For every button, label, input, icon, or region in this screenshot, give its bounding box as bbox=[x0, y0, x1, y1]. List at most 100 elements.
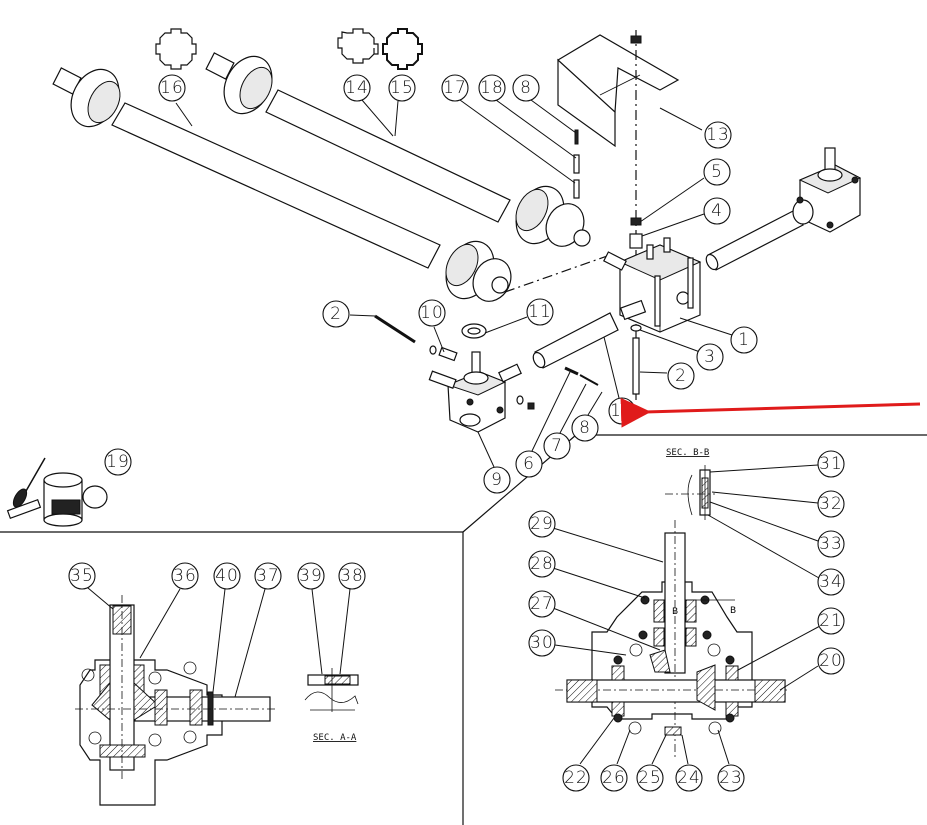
svg-text:7: 7 bbox=[551, 436, 563, 456]
grease-kit-19 bbox=[6, 457, 108, 527]
svg-text:28: 28 bbox=[530, 554, 554, 574]
assembly-axis-shaft bbox=[504, 254, 611, 293]
svg-text:17: 17 bbox=[443, 78, 467, 98]
balloon-20[interactable]: 20 bbox=[779, 647, 845, 691]
svg-text:1: 1 bbox=[738, 330, 750, 350]
svg-text:3: 3 bbox=[704, 347, 716, 367]
balloon-29[interactable]: 29 bbox=[528, 510, 664, 563]
svg-text:20: 20 bbox=[819, 651, 843, 671]
pins-17-18-8 bbox=[573, 129, 580, 199]
svg-text:14: 14 bbox=[345, 78, 369, 98]
balloon-22[interactable]: 22 bbox=[562, 717, 615, 792]
balloon-13[interactable]: 13 bbox=[659, 107, 732, 149]
svg-text:32: 32 bbox=[819, 494, 843, 514]
highlight-arrow bbox=[620, 397, 921, 428]
nut-top bbox=[630, 35, 642, 44]
balloon-37[interactable]: 37 bbox=[234, 562, 282, 698]
balloon-19[interactable]: 19 bbox=[104, 448, 132, 476]
balloon-3[interactable]: 3 bbox=[639, 329, 724, 371]
balloon-18[interactable]: 18 bbox=[478, 74, 577, 159]
balloon-4[interactable]: 4 bbox=[641, 197, 731, 237]
svg-text:19: 19 bbox=[106, 452, 130, 472]
svg-text:33: 33 bbox=[819, 534, 843, 554]
balloon-10[interactable]: 10 bbox=[418, 299, 446, 353]
pins-6-7-8 bbox=[564, 366, 599, 386]
balloon-35[interactable]: 35 bbox=[68, 562, 114, 610]
spacer-4 bbox=[629, 233, 643, 249]
balloon-40[interactable]: 40 bbox=[212, 562, 241, 693]
section-frame bbox=[0, 434, 927, 825]
balloon-31[interactable]: 31 bbox=[709, 450, 845, 478]
balloon-8-top[interactable]: 8 bbox=[512, 74, 577, 134]
nut-5 bbox=[630, 217, 642, 226]
svg-text:21: 21 bbox=[819, 611, 843, 631]
svg-text:8: 8 bbox=[520, 78, 532, 98]
balloon-25[interactable]: 25 bbox=[636, 734, 667, 792]
balloon-30[interactable]: 30 bbox=[528, 629, 627, 657]
balloon-32[interactable]: 32 bbox=[711, 490, 845, 518]
balloon-26[interactable]: 26 bbox=[600, 729, 631, 792]
section-aa-detail bbox=[304, 668, 359, 712]
balloon-24[interactable]: 24 bbox=[675, 734, 703, 792]
svg-text:29: 29 bbox=[530, 514, 554, 534]
svg-text:2: 2 bbox=[675, 366, 687, 386]
tube-right bbox=[705, 209, 804, 271]
seal-11 bbox=[461, 323, 487, 339]
gearbox-9 bbox=[428, 351, 522, 433]
tube-12 bbox=[532, 312, 619, 369]
balloon-23[interactable]: 23 bbox=[717, 729, 745, 792]
svg-text:8: 8 bbox=[579, 418, 591, 438]
balloon-39[interactable]: 39 bbox=[297, 562, 325, 675]
balloon-5[interactable]: 5 bbox=[639, 158, 731, 223]
washer-3 bbox=[630, 324, 642, 332]
balloon-2-left[interactable]: 2 bbox=[322, 300, 376, 328]
balloon-28[interactable]: 28 bbox=[528, 550, 646, 599]
balloon-9[interactable]: 9 bbox=[477, 431, 511, 494]
balloon-6[interactable]: 6 bbox=[515, 371, 571, 478]
balloon-21[interactable]: 21 bbox=[737, 607, 845, 671]
balloon-34[interactable]: 34 bbox=[707, 514, 845, 596]
balloon-16[interactable]: 16 bbox=[158, 74, 193, 127]
svg-text:5: 5 bbox=[711, 162, 723, 182]
svg-text:39: 39 bbox=[299, 566, 323, 586]
balloon-12[interactable]: 12 bbox=[603, 336, 636, 425]
balloon-8-lower[interactable]: 8 bbox=[571, 391, 603, 442]
balloon-14[interactable]: 14 bbox=[343, 74, 394, 137]
balloon-17[interactable]: 17 bbox=[441, 74, 576, 184]
svg-text:38: 38 bbox=[340, 566, 364, 586]
section-bb-label: SEC. B-B bbox=[666, 448, 709, 458]
bolt-2-vertical bbox=[632, 337, 640, 395]
balloon-36[interactable]: 36 bbox=[139, 562, 199, 659]
svg-text:10: 10 bbox=[420, 303, 444, 323]
section-marker-b-left: B bbox=[672, 607, 678, 617]
svg-text:11: 11 bbox=[528, 302, 552, 322]
svg-text:30: 30 bbox=[530, 633, 554, 653]
gearbox-section-right bbox=[555, 520, 790, 760]
section-aa-label: SEC. A-A bbox=[313, 733, 357, 743]
spline-profile-16 bbox=[155, 28, 197, 70]
balloon-27[interactable]: 27 bbox=[528, 590, 661, 651]
svg-text:37: 37 bbox=[256, 566, 280, 586]
balloon-11[interactable]: 11 bbox=[484, 298, 554, 334]
gearbox-1 bbox=[603, 237, 702, 333]
svg-text:22: 22 bbox=[564, 768, 588, 788]
balloon-38[interactable]: 38 bbox=[338, 562, 366, 675]
svg-text:34: 34 bbox=[819, 572, 843, 592]
svg-text:4: 4 bbox=[711, 201, 723, 221]
drive-shaft-16 bbox=[52, 67, 512, 302]
svg-text:27: 27 bbox=[530, 594, 554, 614]
svg-text:35: 35 bbox=[70, 566, 94, 586]
svg-text:12: 12 bbox=[610, 401, 634, 421]
guard-cover-13 bbox=[557, 34, 680, 148]
balloon-1[interactable]: 1 bbox=[679, 317, 758, 354]
balloon-2-right[interactable]: 2 bbox=[639, 362, 695, 390]
svg-text:15: 15 bbox=[390, 78, 414, 98]
gearbox-right bbox=[792, 147, 862, 233]
svg-text:25: 25 bbox=[638, 768, 662, 788]
bolt-2-left bbox=[374, 314, 437, 355]
balloon-15[interactable]: 15 bbox=[388, 74, 416, 137]
balloon-7[interactable]: 7 bbox=[543, 383, 587, 460]
balloon-33[interactable]: 33 bbox=[709, 501, 845, 558]
section-bb-detail bbox=[665, 465, 715, 520]
